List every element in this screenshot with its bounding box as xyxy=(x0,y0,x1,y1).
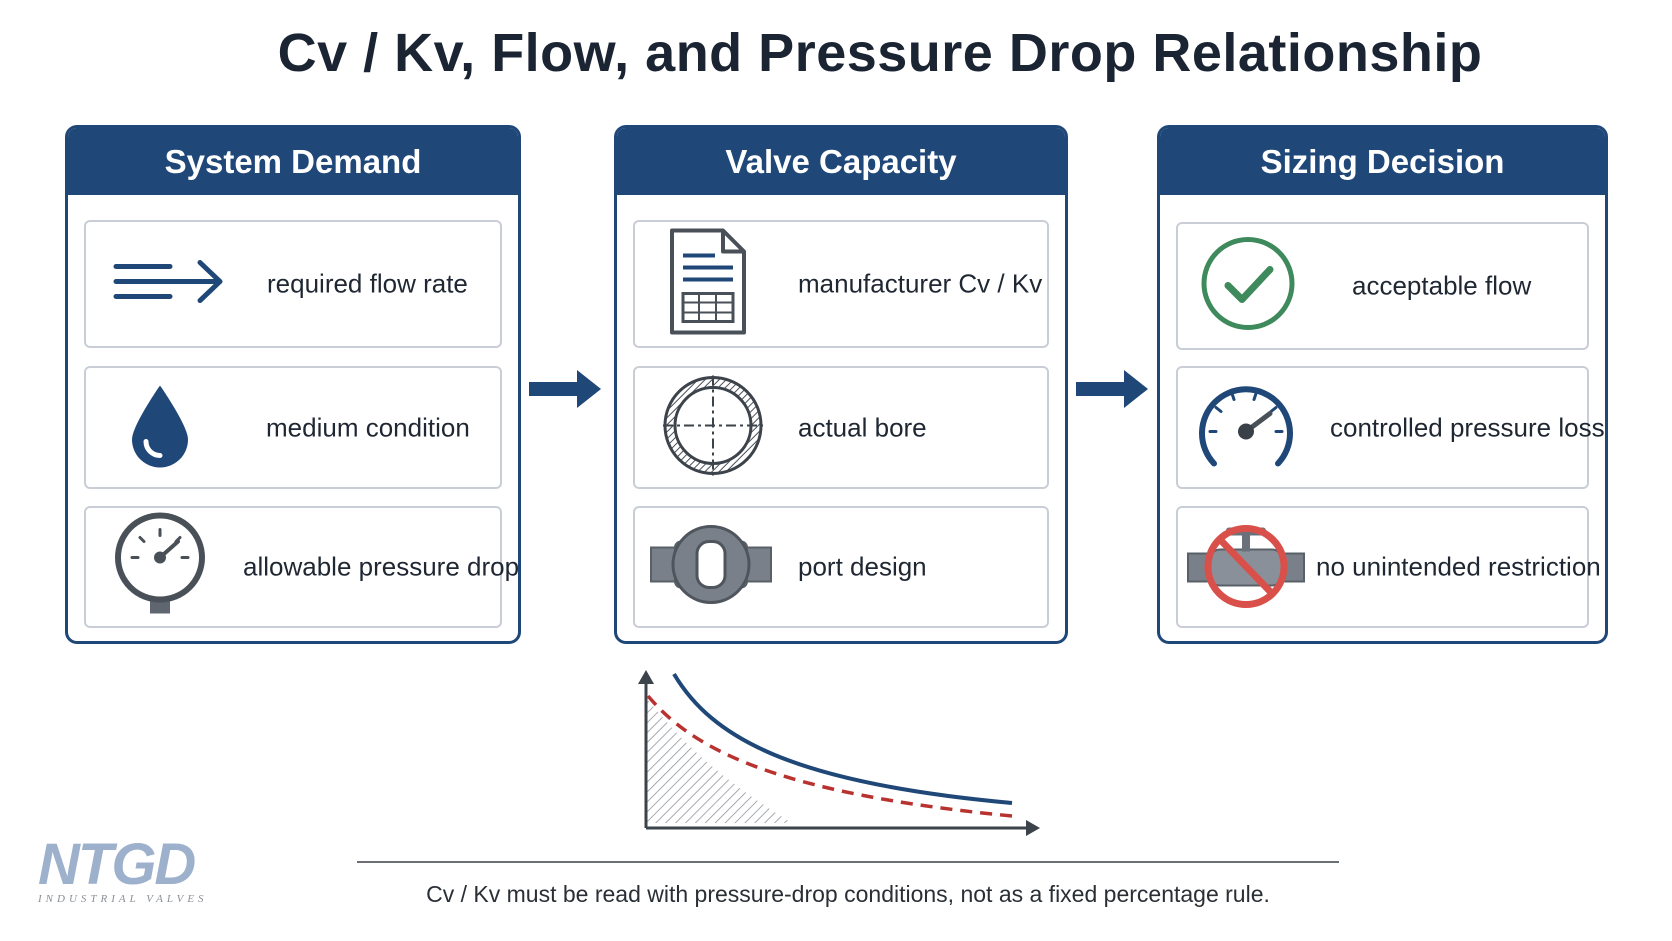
flow-arrow-connector-1 xyxy=(529,370,601,408)
datasheet-document-icon xyxy=(669,228,747,341)
card-manufacturer-cv-kv: manufacturer Cv / Kv xyxy=(633,220,1049,348)
card-controlled-pressure-loss: controlled pressure loss xyxy=(1176,366,1605,489)
bore-crosshair-icon xyxy=(661,373,765,482)
card-acceptable-flow: acceptable flow xyxy=(1176,222,1589,350)
panel-system-demand: System Demand required flow rate medium … xyxy=(65,125,521,644)
card-label: manufacturer Cv / Kv xyxy=(798,268,1043,299)
card-label: port design xyxy=(798,551,927,582)
card-label: actual bore xyxy=(798,412,927,442)
card-label: no unintended restriction xyxy=(1316,551,1601,582)
pressure-drop-curve xyxy=(646,694,1013,818)
x-axis-arrowhead xyxy=(1026,820,1040,836)
hatched-region xyxy=(646,698,792,823)
panel-header: Valve Capacity xyxy=(617,128,1065,195)
svg-text:INDUSTRIAL VALVES: INDUSTRIAL VALVES xyxy=(37,893,208,905)
card-allowable-pressure-drop: allowable pressure drop xyxy=(84,506,518,628)
page-title: Cv / Kv, Flow, and Pressure Drop Relatio… xyxy=(277,23,1483,83)
panel-header: System Demand xyxy=(68,128,518,195)
card-label: acceptable flow xyxy=(1352,270,1532,301)
flow-arrow-icon xyxy=(112,257,230,312)
caption-divider xyxy=(357,861,1339,863)
y-axis-arrowhead xyxy=(638,670,654,684)
ntgd-logo: NTGD INDUSTRIAL VALVES xyxy=(34,832,244,913)
card-port-design: port design xyxy=(633,506,1049,628)
card-no-unintended-restriction: no unintended restriction xyxy=(1176,506,1601,628)
card-label: medium condition xyxy=(266,412,470,442)
footer-caption: Cv / Kv must be read with pressure-drop … xyxy=(426,881,1270,907)
capacity-curve xyxy=(672,672,1013,805)
water-drop-icon xyxy=(128,381,192,474)
panel-valve-capacity: Valve Capacity manufacturer Cv / Kv xyxy=(614,125,1068,644)
card-label: controlled pressure loss xyxy=(1330,412,1605,442)
pressure-drop-curve-illustration xyxy=(638,670,1040,836)
valve-port-icon xyxy=(649,522,773,613)
card-label: allowable pressure drop xyxy=(243,551,520,582)
card-medium-condition: medium condition xyxy=(84,366,502,489)
card-label: required flow rate xyxy=(267,268,468,299)
speedometer-icon xyxy=(1194,375,1298,480)
card-actual-bore: actual bore xyxy=(633,366,1049,489)
pressure-gauge-icon xyxy=(112,512,208,623)
panel-sizing-decision: Sizing Decision acceptable flow xyxy=(1157,125,1608,644)
flow-arrow-connector-2 xyxy=(1076,370,1148,408)
panel-header: Sizing Decision xyxy=(1160,128,1605,195)
card-required-flow-rate: required flow rate xyxy=(84,220,502,348)
svg-text:NTGD: NTGD xyxy=(38,836,195,897)
no-valve-restriction-icon xyxy=(1186,520,1306,615)
check-circle-icon xyxy=(1200,236,1296,337)
